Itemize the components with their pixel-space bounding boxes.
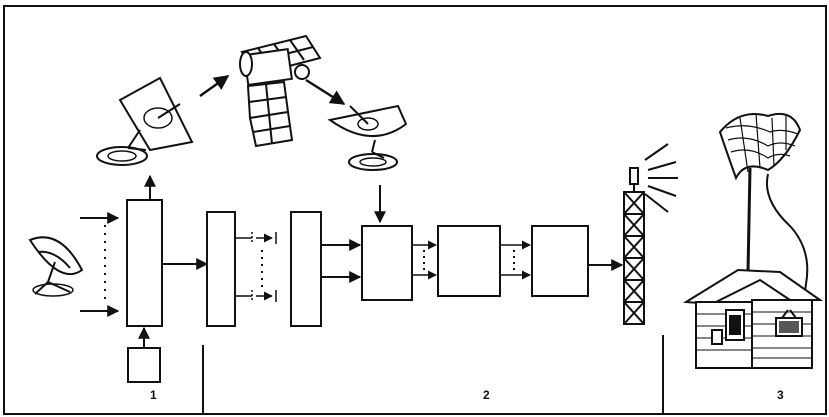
uplink-arrow — [199, 74, 230, 98]
block-decoder — [361, 225, 413, 301]
block-control — [127, 347, 161, 383]
section-label-3: 3 — [777, 388, 784, 402]
satellite-icon — [239, 34, 322, 148]
block-demultiplexer — [206, 211, 236, 327]
rooftop-receiver-dish-icon — [718, 112, 802, 181]
ground-station-dish-icon — [327, 104, 408, 171]
antenna-mast — [746, 167, 752, 273]
house-icon — [682, 268, 824, 369]
section-label-2: 2 — [483, 388, 490, 402]
broadcast-signal-lines — [644, 143, 678, 213]
block-processor — [290, 211, 322, 327]
block-modulator — [437, 225, 501, 297]
modulator-to-amplifier-links — [500, 240, 531, 280]
decoder-to-modulator-links — [412, 240, 437, 280]
block-multiplexer — [126, 199, 163, 327]
section-label-1: 1 — [150, 388, 157, 402]
transmitter-tower-icon — [622, 167, 646, 325]
parallel-channels-left — [235, 232, 277, 302]
ground-station-dish-icon — [96, 76, 194, 166]
diagram-frame — [3, 5, 827, 415]
downlink-arrow — [305, 78, 346, 106]
block-amplifier — [531, 225, 589, 297]
dish-antenna-icon — [28, 236, 84, 297]
